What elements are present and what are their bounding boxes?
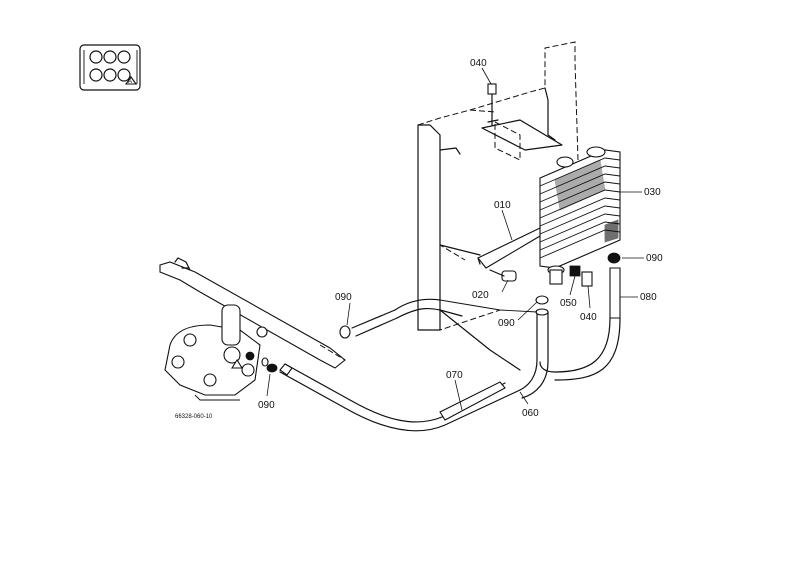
top-bracket xyxy=(481,83,563,151)
hose-060 xyxy=(519,295,549,399)
callout-090-left: 090 xyxy=(335,292,352,303)
control-valve xyxy=(159,257,346,401)
callout-090-right: 090 xyxy=(646,253,663,264)
pipe-return xyxy=(339,298,538,371)
clamp-090-right xyxy=(607,252,621,264)
callout-010: 010 xyxy=(494,200,511,211)
callout-040-bottom: 040 xyxy=(580,312,597,323)
locator-icon: A xyxy=(79,44,141,91)
bolt-020 xyxy=(489,269,517,282)
callout-060: 060 xyxy=(522,408,539,419)
callout-090-center: 090 xyxy=(498,318,515,329)
callout-050: 050 xyxy=(560,298,577,309)
oil-cooler xyxy=(539,146,621,285)
pipe-070 xyxy=(279,363,521,432)
callout-080: 080 xyxy=(640,292,657,303)
drawing-reference: 66328-060-10 xyxy=(175,414,213,420)
callout-070: 070 xyxy=(446,370,463,381)
mounting-bracket xyxy=(477,227,541,269)
radiator-frame xyxy=(417,41,579,331)
callout-040-top: 040 xyxy=(470,58,487,69)
svg-text:A: A xyxy=(128,79,132,85)
hose-080 xyxy=(539,267,621,381)
callout-090-bottom: 090 xyxy=(258,400,275,411)
callout-labels: 040 030 010 090 090 020 050 040 080 090 … xyxy=(258,58,663,419)
callout-leaders xyxy=(266,67,644,411)
callout-020: 020 xyxy=(472,290,489,301)
callout-030: 030 xyxy=(644,187,661,198)
